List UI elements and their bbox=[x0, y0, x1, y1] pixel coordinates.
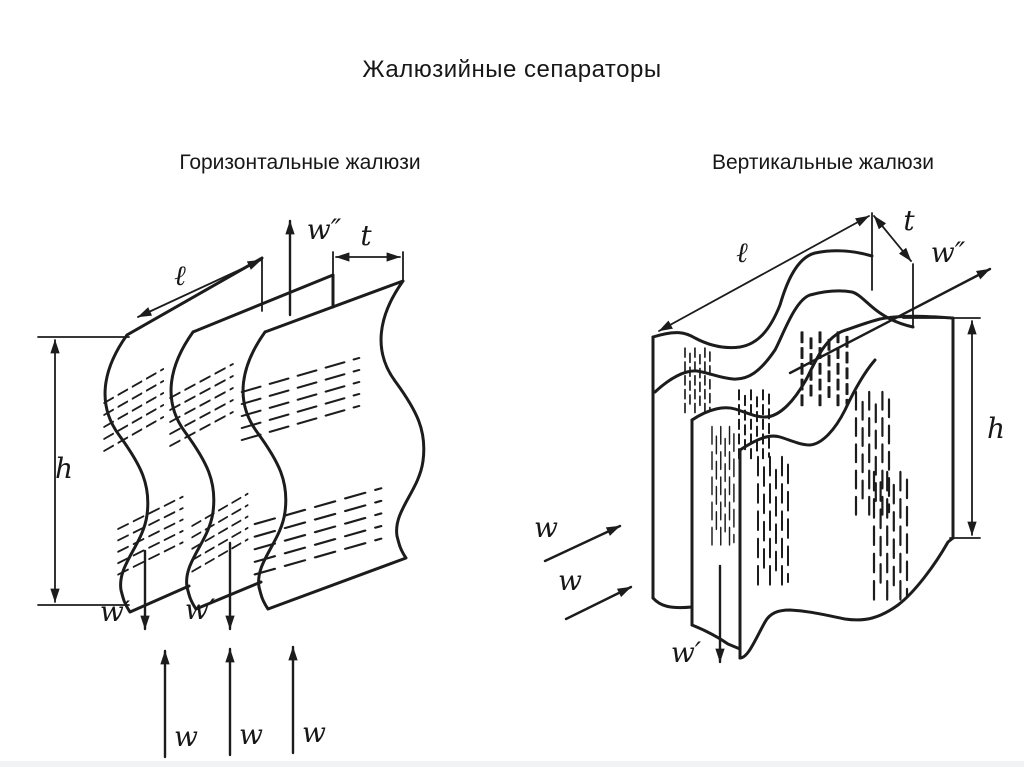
plate-top-edge bbox=[738, 358, 877, 452]
louver-sheet bbox=[103, 256, 264, 614]
page-title: Жалюзийные сепараторы bbox=[362, 56, 662, 83]
inlet-velocity-label: w bbox=[558, 564, 582, 597]
drain-velocity-label: w′ bbox=[185, 593, 216, 626]
drain-velocity-label: w′ bbox=[100, 595, 131, 628]
plate-bottom-edges bbox=[651, 536, 955, 660]
plate-top-edge bbox=[690, 314, 954, 422]
drain-flow-arrow: w′ bbox=[671, 564, 725, 669]
inlet-flow-arrows: w w w bbox=[160, 645, 326, 759]
right-diagram-subtitle: Вертикальные жалюзи bbox=[711, 151, 935, 174]
inlet-flow-arrows: w w bbox=[534, 511, 633, 621]
length-label: ℓ bbox=[174, 259, 186, 292]
inlet-velocity-label: w bbox=[534, 511, 558, 544]
plate-top-edge bbox=[653, 289, 915, 394]
outlet-velocity-label: w″ bbox=[307, 213, 342, 246]
louver-sheet bbox=[241, 279, 426, 611]
inlet-velocity-label: w bbox=[302, 716, 326, 749]
length-label: ℓ bbox=[736, 236, 748, 269]
horizontal-louvers-diagram: h ℓ t w″ w′ w′ w w w bbox=[37, 213, 426, 759]
inlet-velocity-label: w bbox=[174, 720, 198, 753]
outlet-velocity-label: w″ bbox=[931, 236, 966, 269]
drain-velocity-label: w′ bbox=[671, 636, 702, 669]
inlet-velocity-label: w bbox=[239, 718, 263, 751]
slide-footer-bar bbox=[0, 761, 1024, 767]
pitch-label: t bbox=[360, 219, 372, 252]
drain-flow-arrows: w′ w′ bbox=[100, 541, 235, 631]
outlet-flow-arrow: w″ bbox=[788, 236, 992, 375]
height-label: h bbox=[55, 452, 73, 485]
plate-front-edges bbox=[651, 335, 742, 660]
height-label: h bbox=[987, 412, 1005, 445]
height-dimension: h bbox=[37, 336, 130, 606]
pitch-dimension: t bbox=[873, 204, 915, 328]
vertical-louvers-diagram: ℓ t w″ h w w w′ bbox=[534, 204, 1005, 669]
outlet-flow-arrow: w″ bbox=[285, 213, 342, 317]
height-dimension: h bbox=[902, 317, 1005, 539]
moisture-hatching bbox=[684, 330, 909, 604]
pitch-dimension: t bbox=[332, 219, 404, 282]
length-dimension: ℓ bbox=[658, 212, 873, 332]
left-diagram-subtitle: Горизонтальные жалюзи bbox=[179, 151, 421, 174]
pitch-label: t bbox=[903, 204, 915, 237]
length-dimension: ℓ bbox=[137, 257, 263, 318]
